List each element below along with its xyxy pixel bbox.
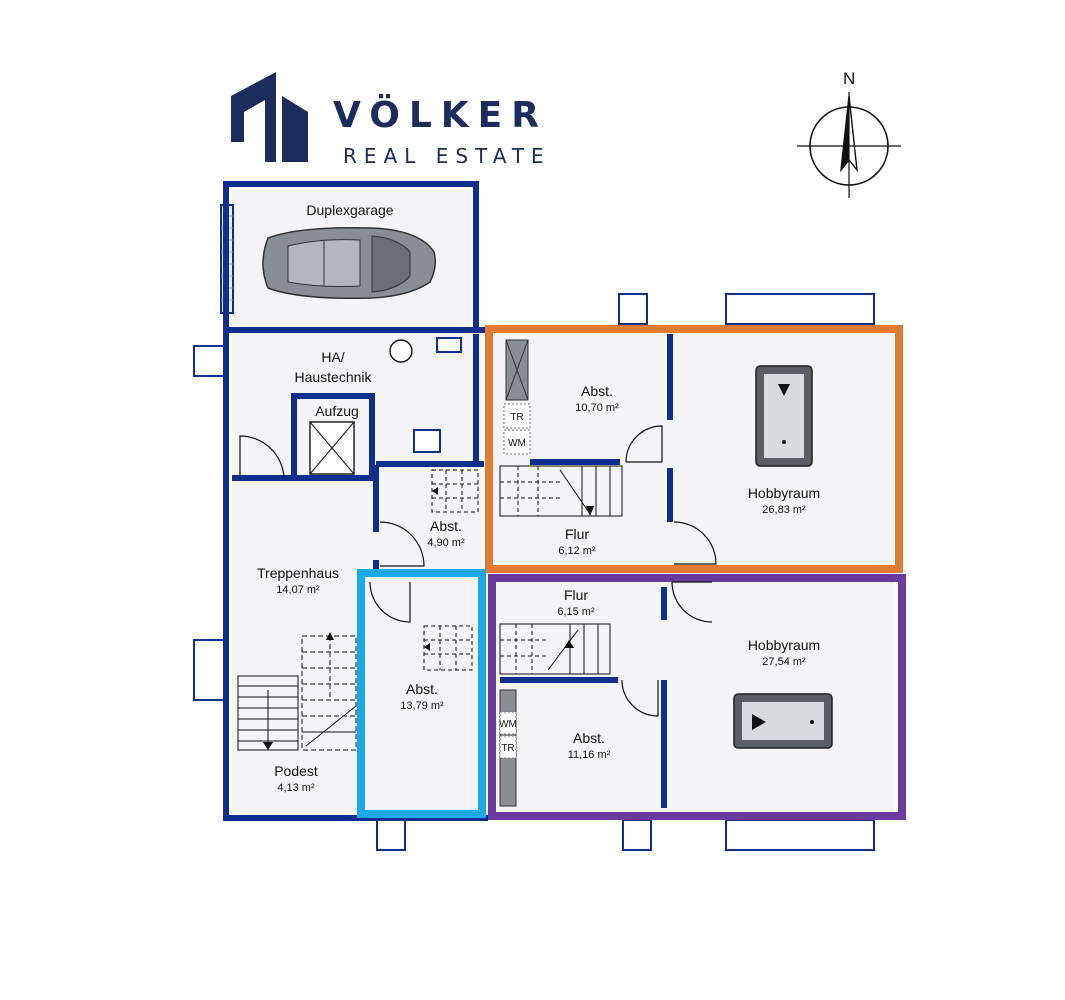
area-hobbyraum-2754: 27,54 m²: [762, 656, 806, 668]
dryer-box: [503, 403, 531, 429]
dryer-box-lower: [499, 735, 517, 759]
area-podest: 4,13 m²: [277, 782, 315, 794]
label-abst-1116: Abst.: [573, 730, 605, 746]
unit-outline-orange: [485, 325, 903, 573]
brand-logo: VÖLKER REAL ESTATE: [231, 72, 551, 168]
boiler-icon: [389, 339, 413, 363]
shaft-icon: [505, 339, 529, 401]
area-hobbyraum-2683: 26,83 m²: [762, 504, 806, 516]
label-treppenhaus: Treppenhaus: [257, 565, 339, 581]
label-haustechnik-1: HA/: [321, 349, 344, 365]
stairs-treppenhaus: [237, 632, 357, 751]
billiard-table-icon-lower: [733, 693, 833, 749]
area-abst-1070: 10,70 m²: [575, 402, 619, 414]
label-wm: WM: [508, 438, 526, 449]
label-abst-490: Abst.: [430, 518, 462, 534]
area-abst-1116: 11,16 m²: [568, 749, 611, 761]
label-flur-615: Flur: [564, 587, 588, 603]
label-hobbyraum-2683: Hobbyraum: [748, 485, 820, 501]
label-abst-1070: Abst.: [581, 383, 613, 399]
doors: [239, 425, 717, 717]
stairs-abst: [423, 469, 479, 671]
brand-name: VÖLKER: [333, 94, 548, 136]
area-flur-612: 6,12 m²: [558, 545, 596, 557]
washer-box-lower: [499, 711, 517, 735]
label-tr-lower: TR: [501, 743, 514, 754]
billiard-table-icon: [755, 365, 813, 467]
label-aufzug: Aufzug: [315, 403, 359, 419]
washer-box: [503, 429, 531, 455]
unit-outline-cyan: [357, 569, 486, 818]
unit-outline-purple: [488, 574, 906, 820]
label-wm-lower: WM: [499, 719, 517, 730]
brand-subtitle: REAL ESTATE: [343, 144, 551, 168]
stairs-flur-upper: [499, 465, 623, 517]
compass-rose-icon: N: [797, 69, 901, 198]
windows: [193, 204, 875, 851]
label-haustechnik-2: Haustechnik: [294, 369, 372, 385]
elevator-icon: [309, 421, 355, 475]
label-abst-1379: Abst.: [406, 681, 438, 697]
compass-north-label: N: [843, 69, 855, 88]
area-flur-615: 6,15 m²: [557, 606, 595, 618]
label-flur-612: Flur: [565, 526, 589, 542]
stairs: [237, 465, 623, 751]
fixtures: [262, 226, 833, 807]
label-hobbyraum-2754: Hobbyraum: [748, 637, 820, 653]
house-logo-icon: [231, 72, 276, 162]
label-podest: Podest: [274, 763, 318, 779]
room-labels: Duplexgarage HA/ Haustechnik Aufzug Abst…: [257, 202, 820, 794]
car-icon: [262, 226, 437, 300]
label-duplexgarage: Duplexgarage: [306, 202, 393, 218]
area-abst-1379: 13,79 m²: [400, 700, 444, 712]
area-abst-490: 4,90 m²: [427, 537, 465, 549]
stairs-flur-lower: [499, 623, 611, 675]
walls: [223, 181, 673, 821]
area-treppenhaus: 14,07 m²: [276, 584, 320, 596]
label-tr: TR: [510, 412, 523, 423]
